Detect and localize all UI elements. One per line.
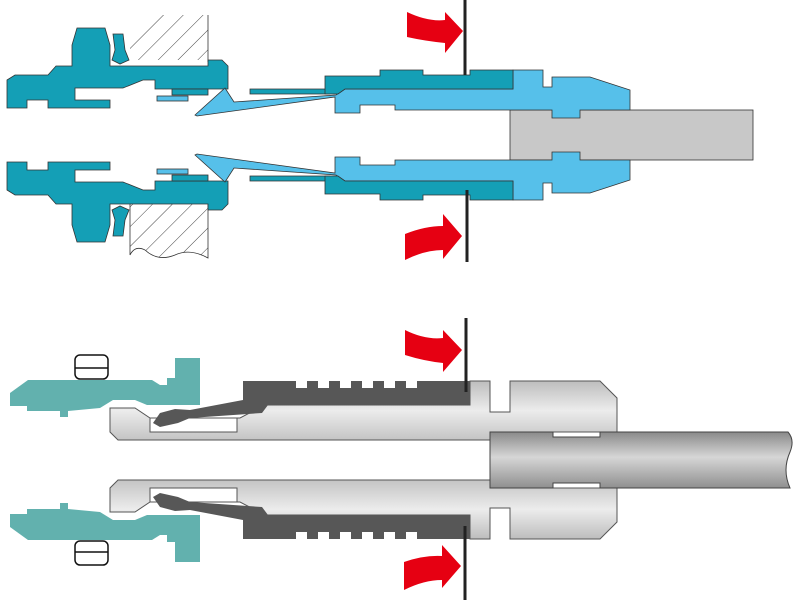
red-arrow-icon bbox=[407, 12, 463, 53]
upper-assembly-half bbox=[9, 354, 618, 441]
hatched-wall-top bbox=[130, 15, 209, 62]
red-arrow-icon bbox=[405, 214, 462, 260]
tube-rod bbox=[489, 431, 793, 489]
top-diagram bbox=[6, 0, 754, 262]
red-arrow-icon bbox=[405, 330, 462, 372]
lower-assembly-half bbox=[9, 479, 618, 566]
bottom-diagram bbox=[9, 318, 793, 600]
red-arrow-icon bbox=[404, 545, 461, 590]
gray-rod bbox=[509, 109, 754, 161]
lower-fitting-half bbox=[6, 151, 631, 243]
hatched-wall-bottom bbox=[129, 194, 209, 259]
upper-fitting-half bbox=[6, 27, 631, 119]
